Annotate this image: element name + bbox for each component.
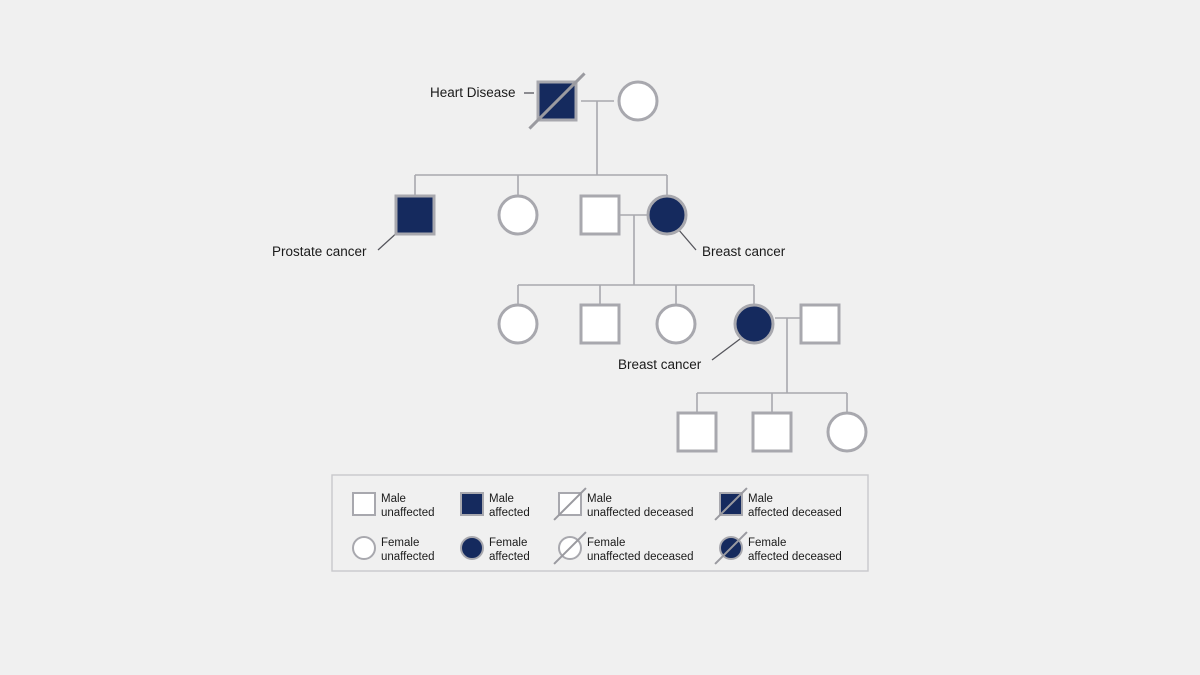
individual-g2-daughter-1[interactable]: [497, 194, 539, 236]
generation-2: [394, 194, 688, 236]
individual-g2-spouse[interactable]: [579, 194, 621, 236]
legend-male-unaffected-deceased-line2: unaffected deceased: [587, 507, 694, 519]
individual-g4-son-2[interactable]: [751, 411, 793, 453]
legend-male-affected-deceased-swatch[interactable]: [714, 487, 748, 521]
individual-g4-daughter-1-circle: [826, 411, 868, 453]
leader-breast-cancer-g2: [677, 228, 697, 251]
individual-g1-father-deceased-slash: [528, 72, 586, 130]
legend-male-affected-deceased-line2: affected deceased: [748, 507, 842, 519]
legend-male-affected-deceased-swatch-deceased-slash: [714, 487, 748, 521]
leader-breast-cancer-g3: [711, 335, 745, 361]
individual-g1-father[interactable]: [528, 72, 586, 130]
legend-female-affected-swatch-circle: [460, 536, 484, 560]
legend-male-affected-deceased-line1: Male: [748, 493, 773, 505]
legend-female-affected-line1: Female: [489, 537, 527, 549]
individual-g4-son-1[interactable]: [676, 411, 718, 453]
individual-g3-daughter-3[interactable]: [733, 303, 775, 345]
legend-male-unaffected-line1: Male: [381, 493, 406, 505]
individual-g3-daughter-3-circle: [733, 303, 775, 345]
legend-male-affected-swatch-square: [460, 492, 484, 516]
legend-male-affected-line2: affected: [489, 507, 530, 519]
legend-male-unaffected-swatch-square: [352, 492, 376, 516]
legend-female-unaffected-deceased-swatch[interactable]: [553, 531, 587, 565]
legend-box: [331, 474, 869, 572]
individual-g2-son-1[interactable]: [394, 194, 436, 236]
individual-g3-daughter-1[interactable]: [497, 303, 539, 345]
individual-g3-daughter-1-circle: [497, 303, 539, 345]
legend-male-unaffected-swatch[interactable]: [352, 492, 376, 516]
legend-female-affected[interactable]: Female affected: [460, 536, 530, 563]
legend-female-unaffected-swatch[interactable]: [352, 536, 376, 560]
individual-g3-spouse[interactable]: [799, 303, 841, 345]
individual-g4-son-1-square: [676, 411, 718, 453]
legend-male-unaffected-line2: unaffected: [381, 507, 435, 519]
legend-male-affected[interactable]: Male affected: [460, 492, 530, 519]
generation-1: [528, 72, 659, 130]
legend-female-unaffected-line2: unaffected: [381, 551, 435, 563]
legend-female-unaffected-line1: Female: [381, 537, 419, 549]
legend-female-affected-line2: affected: [489, 551, 530, 563]
legend-female-unaffected-deceased-line1: Female: [587, 537, 625, 549]
ann-prostate-cancer: Prostate cancer: [272, 244, 367, 259]
individual-g4-daughter-1[interactable]: [826, 411, 868, 453]
individual-g1-mother-circle: [617, 80, 659, 122]
generation-3: [497, 303, 841, 345]
legend-female-affected-deceased[interactable]: Female affected deceased: [714, 531, 842, 565]
legend-female-affected-deceased-swatch[interactable]: [714, 531, 748, 565]
legend-male-unaffected-deceased-swatch[interactable]: [553, 487, 587, 521]
legend: Male unaffected Male affected Male unaffected…: [331, 474, 869, 572]
individual-g3-son-1-square: [579, 303, 621, 345]
legend-male-unaffected[interactable]: Male unaffected: [352, 492, 435, 519]
individual-g2-son-1-square: [394, 194, 436, 236]
ann-breast-cancer-g3: Breast cancer: [618, 357, 702, 372]
individual-g4-son-2-square: [751, 411, 793, 453]
ann-heart-disease: Heart Disease: [430, 85, 516, 100]
legend-female-affected-swatch[interactable]: [460, 536, 484, 560]
legend-male-affected-line1: Male: [489, 493, 514, 505]
legend-female-affected-deceased-swatch-deceased-slash: [714, 531, 748, 565]
generation-4: [676, 411, 868, 453]
ann-breast-cancer-g2: Breast cancer: [702, 244, 786, 259]
legend-female-unaffected-deceased[interactable]: Female unaffected deceased: [553, 531, 694, 565]
legend-female-unaffected-deceased-swatch-deceased-slash: [553, 531, 587, 565]
connector-lines: [414, 100, 848, 413]
individual-g3-spouse-square: [799, 303, 841, 345]
legend-female-unaffected-deceased-line2: unaffected deceased: [587, 551, 694, 563]
individual-g2-daughter-2-circle: [646, 194, 688, 236]
individual-g3-daughter-2[interactable]: [655, 303, 697, 345]
legend-male-unaffected-deceased-swatch-deceased-slash: [553, 487, 587, 521]
legend-female-affected-deceased-line2: affected deceased: [748, 551, 842, 563]
legend-male-unaffected-deceased[interactable]: Male unaffected deceased: [553, 487, 694, 521]
individual-g2-daughter-2[interactable]: [646, 194, 688, 236]
individual-g3-daughter-2-circle: [655, 303, 697, 345]
pedigree-symbols: [394, 72, 868, 453]
individual-g2-daughter-1-circle: [497, 194, 539, 236]
legend-male-affected-deceased[interactable]: Male affected deceased: [714, 487, 842, 521]
legend-female-affected-deceased-line1: Female: [748, 537, 786, 549]
individual-g2-spouse-square: [579, 194, 621, 236]
individual-g3-son-1[interactable]: [579, 303, 621, 345]
legend-female-unaffected-swatch-circle: [352, 536, 376, 560]
individual-g1-mother[interactable]: [617, 80, 659, 122]
legend-female-unaffected[interactable]: Female unaffected: [352, 536, 435, 563]
legend-male-unaffected-deceased-line1: Male: [587, 493, 612, 505]
legend-male-affected-swatch[interactable]: [460, 492, 484, 516]
